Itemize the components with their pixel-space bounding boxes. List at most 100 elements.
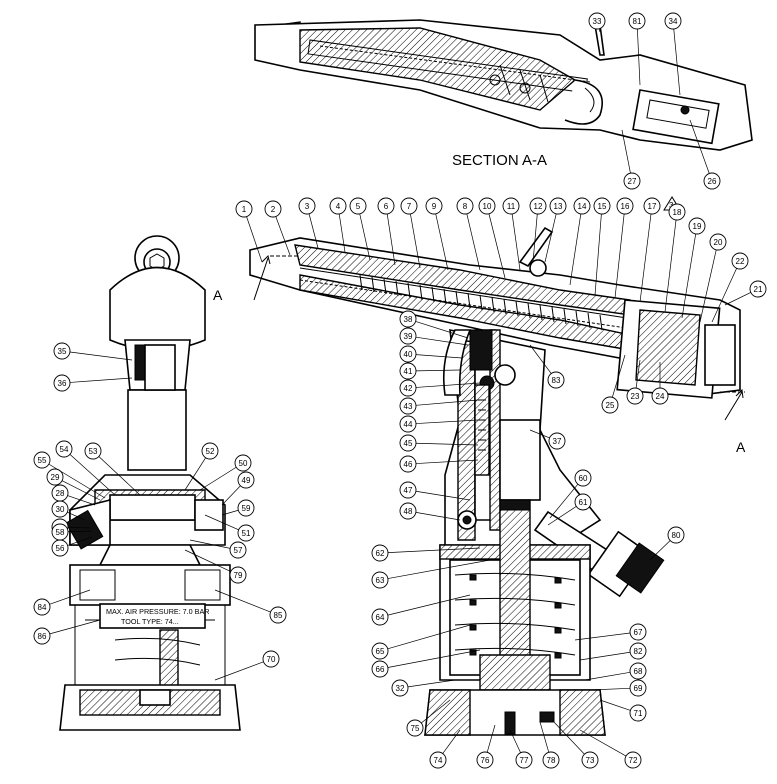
nameplate-line-1: MAX. AIR PRESSURE: 7.0 BAR: [106, 607, 209, 616]
section-title: SECTION A-A: [452, 152, 547, 169]
part-number-label: 30: [56, 505, 65, 514]
part-number-label: 68: [634, 667, 643, 676]
part-balloon-77: 77: [509, 729, 533, 769]
balloon-circle: [547, 371, 565, 389]
balloon-circle: [667, 526, 685, 544]
part-number-label: 23: [631, 392, 640, 401]
part-balloon-37: 37: [529, 429, 566, 450]
part-balloon-32: 32: [391, 679, 456, 697]
part-number-label: 79: [234, 571, 243, 580]
part-balloon-65: 65: [371, 624, 471, 660]
main-section-view: [249, 226, 741, 736]
leader-line: [61, 480, 101, 501]
balloon-circle: [616, 197, 634, 215]
part-balloon-38: 38: [399, 310, 469, 339]
leader-line: [387, 559, 491, 579]
part-number-label: 15: [598, 202, 607, 211]
balloon-circle: [399, 310, 417, 328]
part-number-label: 76: [481, 756, 490, 765]
part-number-label: 71: [634, 709, 643, 718]
part-balloon-85: 85: [214, 589, 287, 624]
part-balloon-46: 46: [399, 455, 479, 473]
part-balloon-53: 53: [84, 442, 141, 496]
part-number-label: 5: [356, 202, 361, 211]
part-balloon-20: 20: [699, 233, 727, 323]
part-number-label: 11: [507, 202, 516, 211]
nameplate-line-2: TOOL TYPE: 74...: [121, 617, 179, 626]
leader-line: [415, 382, 481, 388]
balloon-circle: [629, 704, 647, 722]
leader-line: [466, 213, 481, 271]
part-number-label: 65: [376, 647, 385, 656]
part-balloon-49: 49: [221, 471, 255, 506]
leader-line: [486, 724, 496, 753]
balloon-circle: [229, 566, 247, 584]
balloon-circle: [237, 524, 255, 542]
part-number-label: 7: [407, 202, 412, 211]
part-number-label: 21: [754, 285, 763, 294]
leader-line: [415, 490, 471, 501]
part-number-label: 81: [633, 17, 642, 26]
leader-line: [386, 213, 396, 266]
leader-line: [681, 233, 697, 319]
part-number-label: 84: [38, 603, 47, 612]
part-balloon-30: 30: [51, 500, 86, 521]
leader-line: [664, 219, 677, 313]
leader-line: [421, 699, 451, 724]
part-number-label: 33: [593, 17, 602, 26]
part-balloon-41: 41: [399, 362, 461, 380]
part-balloon-83: 83: [529, 344, 565, 389]
balloon-circle: [371, 660, 389, 678]
part-balloon-10: 10: [478, 197, 506, 279]
balloon-circle: [400, 197, 418, 215]
leader-line: [551, 719, 585, 755]
part-balloon-2: 2: [264, 200, 291, 256]
part-number-label: 86: [38, 632, 47, 641]
part-number-label: 54: [60, 445, 69, 454]
part-number-label: 20: [714, 238, 723, 247]
part-balloon-64: 64: [371, 594, 471, 626]
part-number-label: 45: [404, 439, 413, 448]
part-number-label: 28: [56, 489, 65, 498]
part-balloon-56: 56: [51, 536, 93, 557]
part-balloon-70: 70: [214, 650, 280, 681]
leader-line: [359, 213, 371, 261]
part-number-label: 22: [736, 257, 745, 266]
section-marker-right: A: [736, 439, 746, 455]
leader-line: [544, 213, 557, 263]
balloon-circle: [262, 650, 280, 668]
balloon-circle: [371, 608, 389, 626]
part-balloon-51: 51: [204, 514, 255, 542]
leader-line: [184, 457, 206, 491]
part-number-label: 41: [404, 367, 413, 376]
part-balloon-54: 54: [55, 440, 116, 496]
part-number-label: 4: [336, 202, 341, 211]
leader-line: [584, 671, 631, 681]
balloon-circle: [549, 197, 567, 215]
balloon-circle: [33, 451, 51, 469]
part-balloon-1: 1: [235, 200, 263, 263]
part-number-label: 44: [404, 420, 413, 429]
leader-line: [204, 514, 239, 531]
part-balloon-36: 36: [53, 374, 133, 392]
part-number-label: 70: [267, 655, 276, 664]
leader-line: [724, 292, 751, 306]
part-balloon-43: 43: [399, 397, 479, 415]
balloon-circle: [235, 200, 253, 218]
part-balloon-59: 59: [221, 499, 255, 517]
part-balloon-27: 27: [621, 129, 641, 190]
balloon-circle: [731, 252, 749, 270]
leader-line: [621, 129, 631, 174]
part-number-label: 46: [404, 460, 413, 469]
part-number-label: 39: [404, 332, 413, 341]
part-number-label: 69: [634, 684, 643, 693]
leader-line: [574, 632, 631, 641]
part-balloon-6: 6: [377, 197, 396, 266]
leader-line: [639, 213, 652, 303]
part-balloon-28: 28: [51, 484, 96, 506]
part-number-label: 24: [656, 392, 665, 401]
part-number-label: 26: [708, 177, 717, 186]
nameplate: [99, 603, 206, 629]
